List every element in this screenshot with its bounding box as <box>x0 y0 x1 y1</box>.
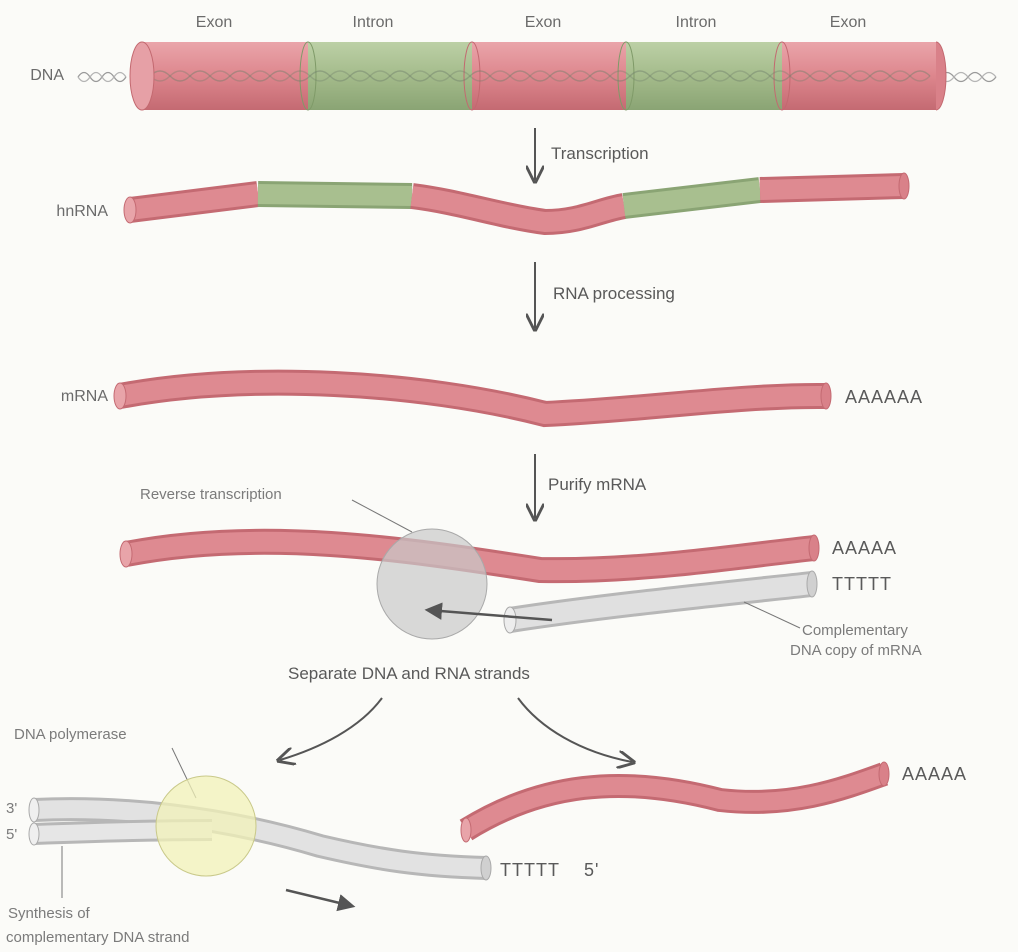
hybrid-polya-tail: AAAAA <box>832 538 897 558</box>
complementary-label-line2: DNA copy of mRNA <box>790 642 922 659</box>
freed-rna-strand <box>461 762 889 842</box>
dna-gene-cylinder <box>78 42 996 110</box>
five-prime-end-label: 5' <box>6 826 17 843</box>
complementary-pointer <box>744 602 800 628</box>
reverse-transcription-label: Reverse transcription <box>140 486 282 503</box>
complementary-label-line1: Complementary <box>802 622 908 639</box>
dna-polymerase-enzyme <box>156 776 256 876</box>
dna-label: DNA <box>30 67 64 84</box>
separate-strands-label: Separate DNA and RNA strands <box>288 664 530 683</box>
mrna-strand <box>114 383 831 414</box>
synthesis-direction-arrow <box>286 890 352 906</box>
dna-polymerase-label: DNA polymerase <box>14 726 127 743</box>
mrna-polya-tail: AAAAAA <box>845 387 923 407</box>
cdna-polyt-tail: TTTTT <box>500 860 560 880</box>
hybrid-polyt-tail: TTTTT <box>832 574 892 594</box>
header-exon-1: Exon <box>196 14 232 31</box>
header-exon-3: Exon <box>830 14 866 31</box>
mrna-label: mRNA <box>61 388 108 405</box>
transcription-label: Transcription <box>551 144 649 163</box>
cdna-five-prime-label: 5' <box>584 860 599 880</box>
hnrna-strand <box>124 173 909 223</box>
header-exon-2: Exon <box>525 14 561 31</box>
separate-right-arrow <box>518 698 632 762</box>
free-rna-polya-tail: AAAAA <box>902 764 967 784</box>
header-intron-2: Intron <box>676 14 717 31</box>
reverse-transcription-pointer <box>352 500 412 532</box>
separate-left-arrow <box>280 698 382 760</box>
purify-mrna-label: Purify mRNA <box>548 475 647 494</box>
rna-processing-label: RNA processing <box>553 284 675 303</box>
three-prime-end-label: 3' <box>6 800 17 817</box>
synthesis-label-line2: complementary DNA strand <box>6 929 189 946</box>
header-intron-1: Intron <box>353 14 394 31</box>
reverse-transcriptase-enzyme <box>377 529 487 639</box>
synthesis-label-line1: Synthesis of <box>8 905 91 922</box>
hnrna-label: hnRNA <box>56 203 108 220</box>
